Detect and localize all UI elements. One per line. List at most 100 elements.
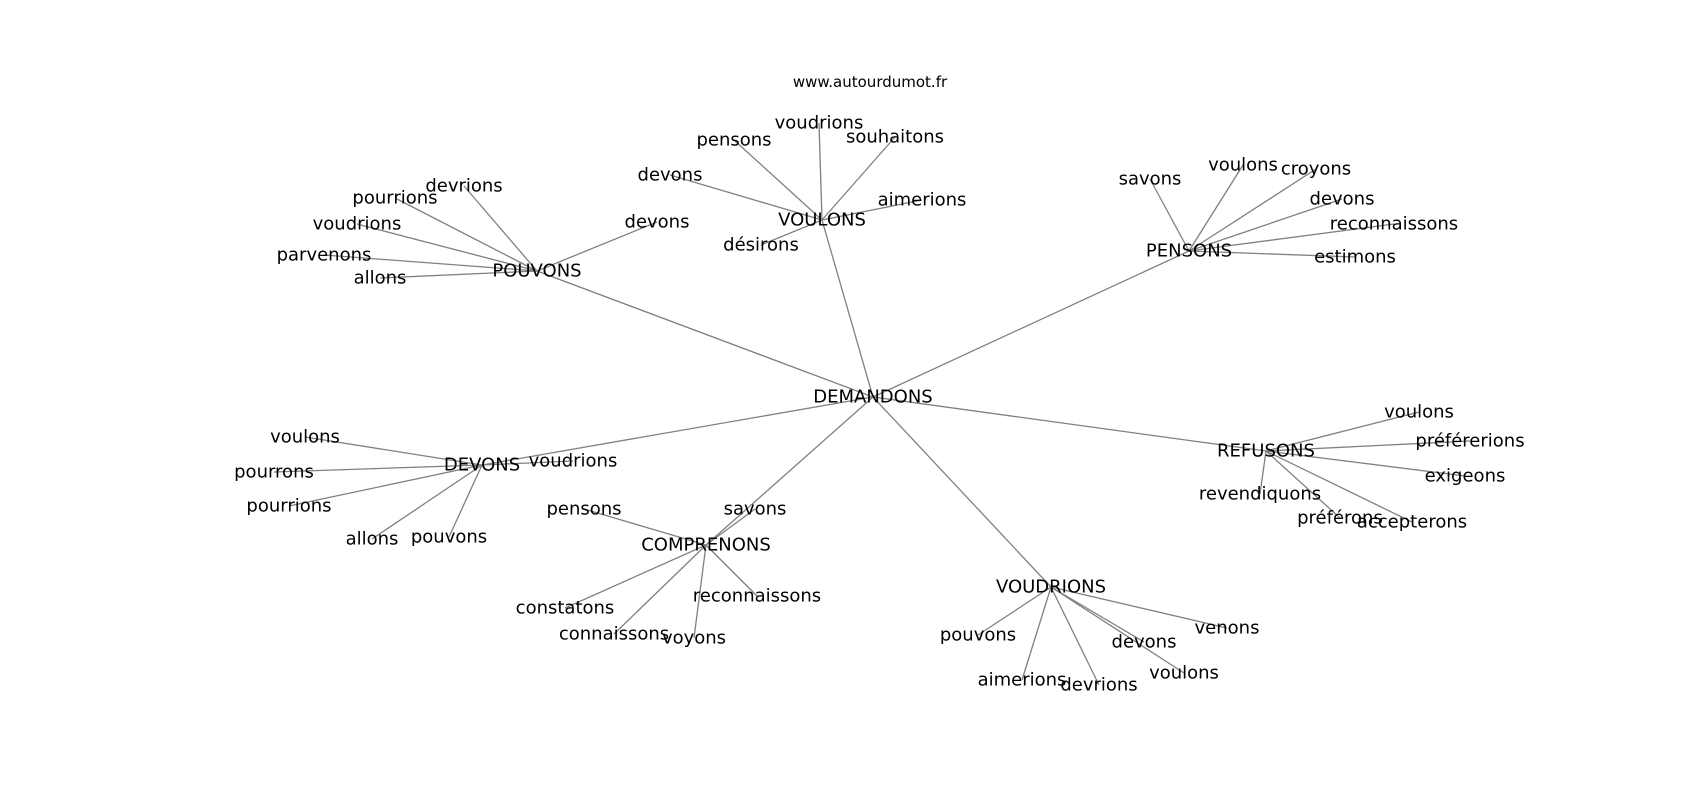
edge-root-refusons (872, 396, 1267, 452)
labels: www.autourdumot.fr DEMANDONS POUVONS devri… (234, 73, 1524, 696)
leaf-node: croyons (1281, 159, 1351, 180)
leaf-node: reconnaissons (693, 586, 821, 607)
edge-voudrions-leaf-0 (1050, 586, 1228, 629)
leaf-node: voudrions (775, 113, 864, 134)
edge-comprenons-leaf-5 (564, 544, 707, 609)
edge-devons-leaf-5 (481, 460, 574, 466)
edge-voudrions-leaf-1 (1050, 586, 1145, 643)
branch-node-pouvons: POUVONS (492, 261, 581, 282)
edge-refusons-leaf-1 (1265, 440, 1471, 452)
leaf-node: voudrions (529, 451, 618, 472)
edge-refusons-leaf-5 (1259, 450, 1267, 495)
edge-root-voudrions (872, 396, 1052, 588)
edge-refusons-leaf-2 (1265, 450, 1466, 477)
edges (273, 122, 1471, 686)
leaf-node: devons (638, 165, 703, 186)
leaf-node: pourrions (352, 188, 437, 209)
edge-devons-leaf-1 (273, 464, 483, 473)
branch-node-voulons: VOULONS (778, 210, 866, 231)
root-node: DEMANDONS (813, 387, 932, 408)
edge-refusons-leaf-3 (1265, 450, 1413, 523)
edge-voulons-leaf-1 (733, 139, 823, 221)
edge-pouvons-leaf-2 (356, 223, 538, 272)
leaf-node: revendiquons (1199, 484, 1321, 505)
leaf-node: préférerions (1415, 431, 1524, 452)
edge-voudrions-leaf-2 (1050, 586, 1185, 674)
leaf-node: devons (625, 212, 690, 233)
leaf-node: pensons (696, 130, 771, 151)
edge-pensons-leaf-4 (1188, 223, 1395, 252)
leaf-node: accepterons (1357, 512, 1467, 533)
leaf-node: allons (346, 529, 399, 550)
leaf-node: aimerions (978, 670, 1067, 691)
branch-node-devons: DEVONS (444, 455, 520, 476)
branch-node-pensons: PENSONS (1146, 241, 1232, 262)
edge-voulons-leaf-4 (821, 199, 923, 221)
leaf-node: constatons (516, 598, 615, 619)
edge-root-pouvons (536, 270, 874, 398)
edge-refusons-leaf-4 (1265, 450, 1341, 519)
edge-pouvons-leaf-3 (323, 254, 538, 272)
leaf-node: devons (1310, 189, 1375, 210)
leaf-node: voulons (1384, 402, 1454, 423)
edge-devons-leaf-0 (304, 436, 483, 466)
leaf-node: estimons (1314, 247, 1396, 268)
leaf-node: venons (1195, 618, 1260, 639)
edge-voudrions-leaf-3 (1050, 586, 1100, 686)
edge-pensons-leaf-1 (1188, 164, 1244, 252)
leaf-node: reconnaissons (1330, 214, 1458, 235)
edge-voulons-leaf-3 (669, 174, 823, 221)
leaf-node: pouvons (940, 625, 1016, 646)
edge-pouvons-leaf-4 (379, 270, 538, 279)
edge-pensons-leaf-0 (1149, 178, 1190, 252)
leaf-node: pouvons (411, 527, 487, 548)
edge-root-pensons (872, 250, 1190, 398)
edge-comprenons-leaf-4 (613, 544, 707, 635)
leaf-node: allons (354, 268, 407, 289)
leaf-node: connaissons (559, 624, 669, 645)
leaf-node: pensons (546, 499, 621, 520)
leaf-node: souhaitons (846, 127, 944, 148)
leaf-node: voulons (270, 427, 340, 448)
leaf-node: devrions (1060, 675, 1137, 696)
edge-refusons-leaf-0 (1265, 411, 1420, 452)
leaf-node: pourrions (246, 496, 331, 517)
edge-voulons-leaf-0 (818, 122, 823, 221)
edge-root-voulons (821, 219, 874, 398)
edge-voudrions-leaf-5 (977, 586, 1052, 636)
leaf-node: préférons (1297, 508, 1383, 529)
leaf-node: savons (724, 499, 787, 520)
leaf-node: voudrions (313, 214, 402, 235)
edge-devons-leaf-3 (371, 464, 483, 540)
leaf-node: savons (1119, 169, 1182, 190)
edge-devons-leaf-4 (448, 464, 483, 538)
leaf-node: pourrons (234, 462, 314, 483)
edge-voulons-leaf-2 (821, 136, 896, 221)
edge-pouvons-leaf-0 (463, 185, 538, 272)
edge-pensons-leaf-3 (1188, 198, 1343, 252)
branch-node-voudrions: VOUDRIONS (996, 577, 1106, 598)
edge-pouvons-leaf-5 (536, 221, 658, 272)
leaf-node: devons (1112, 632, 1177, 653)
site-label: www.autourdumot.fr (793, 73, 948, 91)
edge-comprenons-leaf-0 (705, 508, 756, 546)
leaf-node: devrions (425, 176, 502, 197)
edge-comprenons-leaf-1 (583, 508, 707, 546)
edge-comprenons-leaf-3 (693, 544, 707, 639)
edge-pouvons-leaf-1 (394, 197, 538, 272)
edge-comprenons-leaf-2 (705, 544, 758, 597)
branch-node-comprenons: COMPRENONS (641, 535, 771, 556)
edge-voulons-leaf-5 (760, 219, 823, 246)
edge-voudrions-leaf-4 (1021, 586, 1052, 681)
leaf-node: exigeons (1425, 466, 1506, 487)
leaf-node: désirons (723, 235, 799, 256)
edge-pensons-leaf-2 (1188, 168, 1317, 252)
edge-root-comprenons (705, 396, 874, 546)
edge-devons-leaf-2 (288, 464, 483, 507)
leaf-node: voulons (1208, 155, 1278, 176)
branch-node-refusons: REFUSONS (1217, 441, 1315, 462)
leaf-node: voulons (1149, 663, 1219, 684)
leaf-node: parvenons (277, 245, 372, 266)
leaf-node: voyons (662, 628, 726, 649)
